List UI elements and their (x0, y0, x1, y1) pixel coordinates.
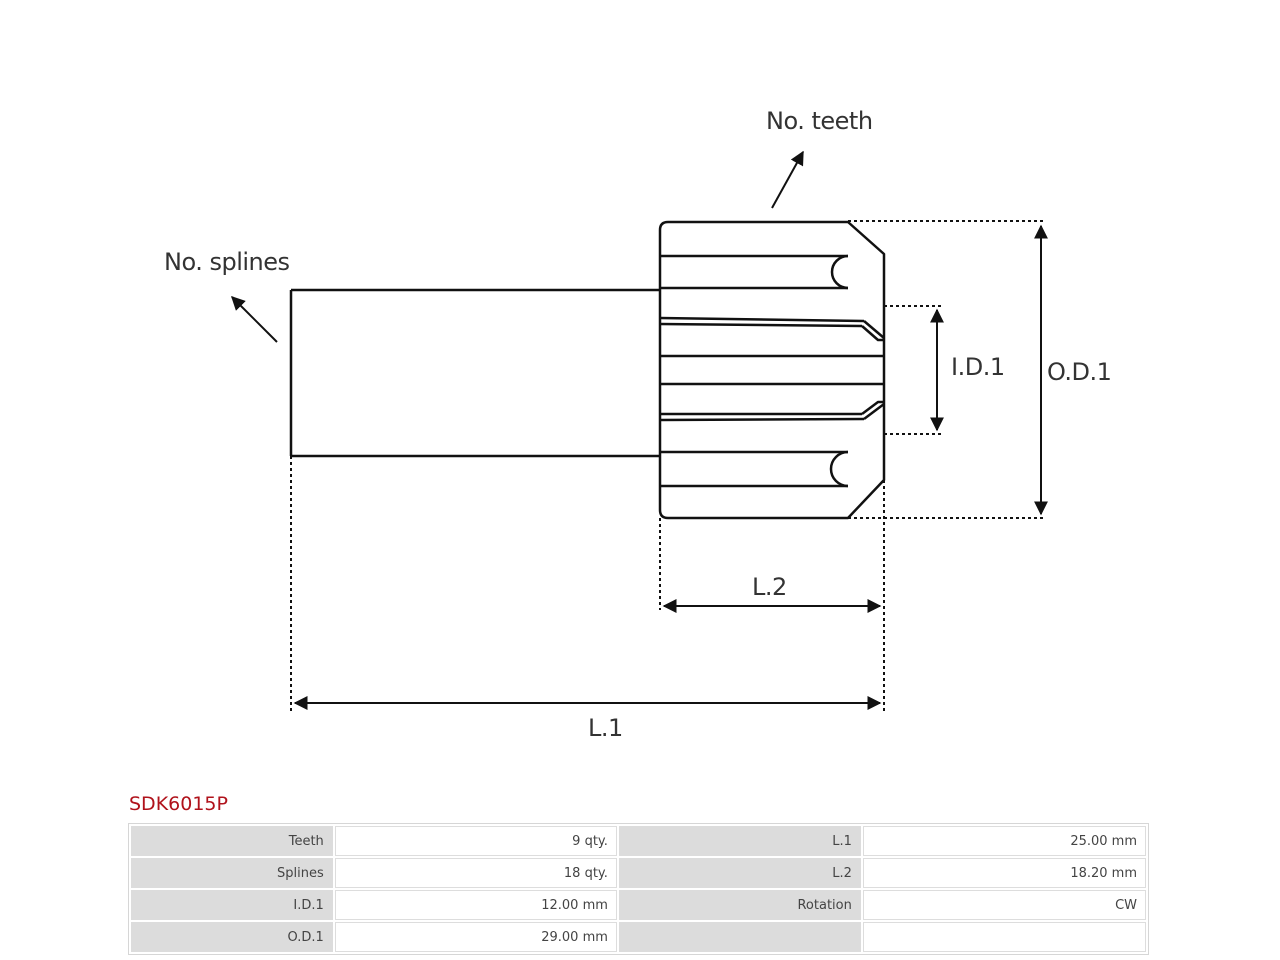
shaft (289, 288, 660, 458)
pinion-drawing: No. teeth No. splines I.D.1 O.D.1 L.2 L.… (164, 107, 1112, 742)
teeth-pointer-arrow (771, 150, 804, 209)
spec-table: Teeth 9 qty. L.1 25.00 mm Splines 18 qty… (128, 823, 1149, 955)
spec-label: Rotation (618, 890, 861, 920)
spec-label: L.1 (618, 826, 861, 856)
spec-label: L.2 (618, 858, 861, 888)
spec-value: 9 qty. (334, 826, 617, 856)
table-row: O.D.1 29.00 mm (131, 922, 1146, 952)
spec-label: Teeth (131, 826, 333, 856)
spec-label: O.D.1 (131, 922, 333, 952)
label-id1: I.D.1 (951, 353, 1005, 381)
splines-pointer-arrow (231, 296, 278, 343)
table-row: Teeth 9 qty. L.1 25.00 mm (131, 826, 1146, 856)
label-l2: L.2 (752, 573, 787, 601)
spec-label: Splines (131, 858, 333, 888)
label-l1: L.1 (588, 714, 623, 742)
spec-value: 25.00 mm (862, 826, 1146, 856)
gear-head (658, 220, 886, 520)
spec-value: CW (862, 890, 1146, 920)
spec-value: 12.00 mm (334, 890, 617, 920)
label-no-splines: No. splines (164, 248, 290, 276)
extension-lines (290, 220, 1046, 712)
label-od1: O.D.1 (1047, 358, 1111, 386)
spec-value: 29.00 mm (334, 922, 617, 952)
spec-value: 18.20 mm (862, 858, 1146, 888)
table-row: I.D.1 12.00 mm Rotation CW (131, 890, 1146, 920)
dimension-arrows (231, 150, 1048, 710)
spec-label: I.D.1 (131, 890, 333, 920)
label-no-teeth: No. teeth (766, 107, 873, 135)
spec-value (862, 922, 1146, 952)
spec-value: 18 qty. (334, 858, 617, 888)
spec-label (618, 922, 861, 952)
table-row: Splines 18 qty. L.2 18.20 mm (131, 858, 1146, 888)
part-number-title: SDK6015P (129, 793, 228, 815)
